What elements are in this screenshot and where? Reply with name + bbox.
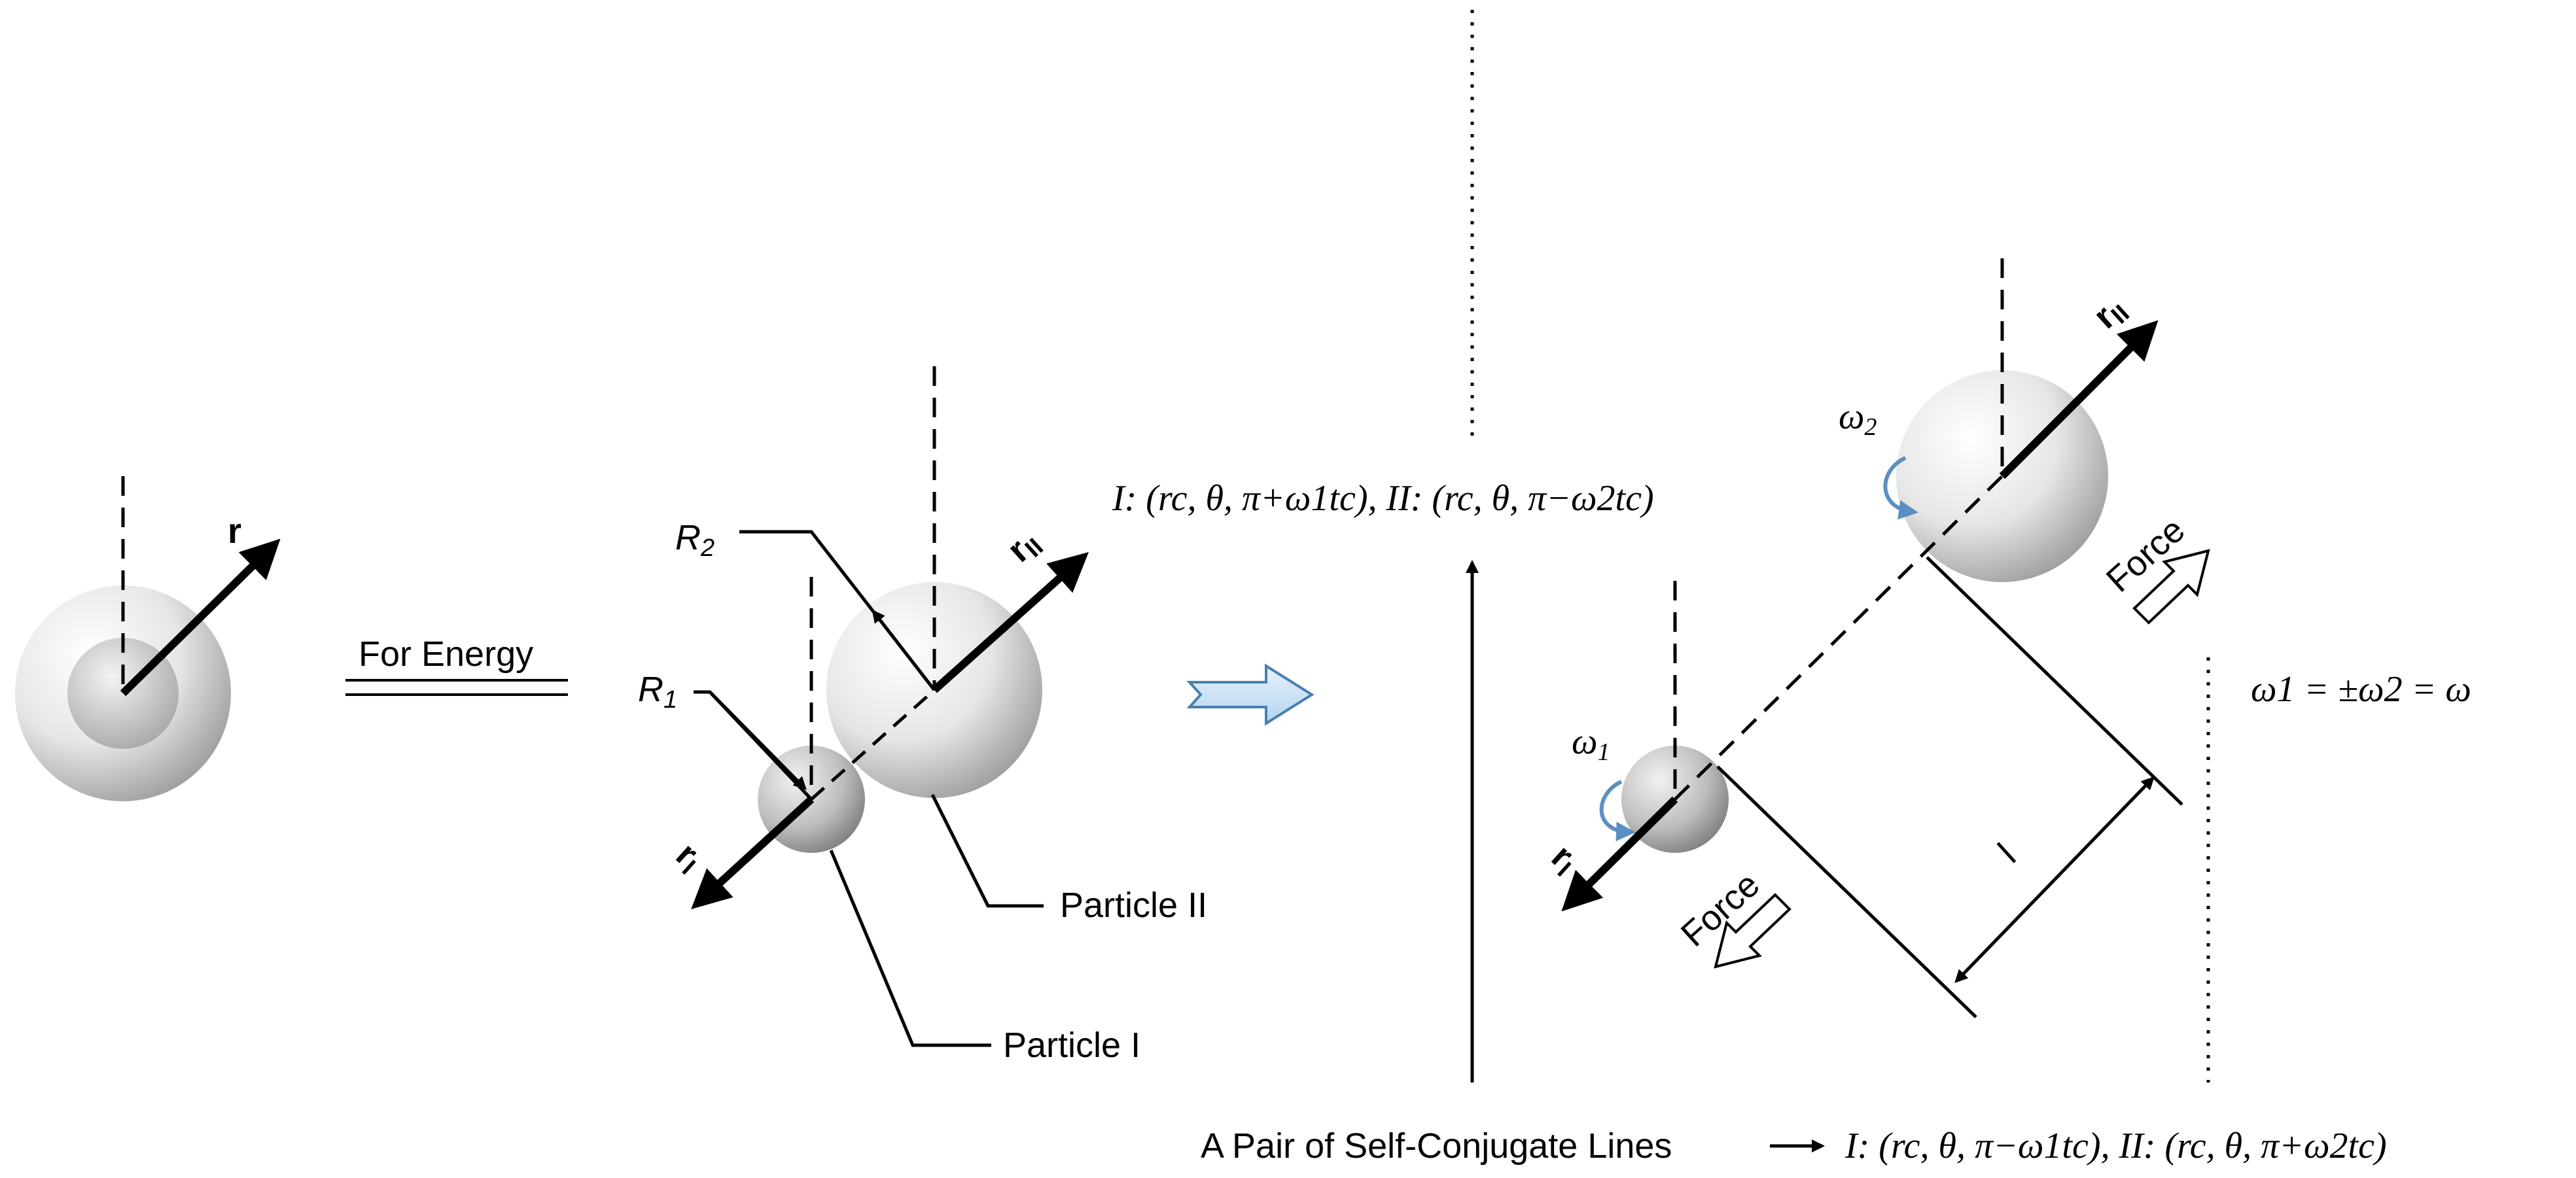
transition-arrow <box>1186 663 1314 726</box>
r-II-vector-arrow <box>932 552 1089 693</box>
omega2-label: ω2 <box>1839 396 1877 441</box>
particle-I-leader <box>829 850 991 1047</box>
self-conjugate-configuration: rII rI l ω2 ω1 Force Force <box>1542 258 2210 1018</box>
particle-I-label: Particle I <box>1003 1026 1140 1065</box>
particle-II-label: Particle II <box>1060 886 1207 925</box>
omega1-label: ω1 <box>1572 721 1610 766</box>
omega-relation: ω1 = ±ω2 = ω <box>2251 669 2471 710</box>
right-r-I-label: rI <box>1542 837 1586 882</box>
r-II-label: rII <box>1000 522 1049 572</box>
distance-l-arrow-b <box>1954 878 2056 983</box>
right-r-II-vector-arrow <box>1999 320 2159 479</box>
omega1-rotation-arrow <box>1599 780 1636 842</box>
particle-II-leader <box>930 793 1044 908</box>
distance-l-label: l <box>1991 836 2023 871</box>
right-r-I-vector-arrow <box>1561 796 1678 912</box>
r-label: r <box>228 511 241 551</box>
self-conjugate-line-lower <box>1716 765 1977 1018</box>
R2-label: R2 <box>675 518 715 562</box>
for-energy-equivalence: For Energy <box>345 634 568 696</box>
self-conjugate-label: A Pair of Self-Conjugate Lines <box>1201 1126 1672 1166</box>
equation-bottom: I: (rc, θ, π−ω1tc), II: (rc, θ, π+ω2tc) <box>1844 1126 2387 1166</box>
distance-l-arrow-a <box>2053 776 2155 881</box>
R1-radius-arrow <box>709 691 807 790</box>
for-energy-label: For Energy <box>359 634 533 674</box>
force-top-arrow <box>2132 549 2210 625</box>
r-vector-arrow <box>120 538 281 697</box>
composite-particle: r <box>15 476 281 801</box>
r-I-vector-arrow <box>691 796 815 910</box>
self-conjugate-line-upper <box>1926 556 2183 806</box>
r-I-label: rI <box>667 835 711 880</box>
omega2-rotation-arrow <box>1883 456 1918 520</box>
R2-radius-arrow <box>872 609 936 691</box>
R1-label: R1 <box>638 670 677 714</box>
equation-top: I: (rc, θ, π+ω1tc), II: (rc, θ, π−ω2tc) <box>1112 478 1654 519</box>
two-particle-system: rII rI R2 R1 Particle II Particle I <box>638 366 1207 1065</box>
force-bottom-arrow <box>1714 893 1791 969</box>
right-r-II-label: rII <box>2086 288 2135 339</box>
right-center-connector-dashed <box>1674 475 2003 801</box>
